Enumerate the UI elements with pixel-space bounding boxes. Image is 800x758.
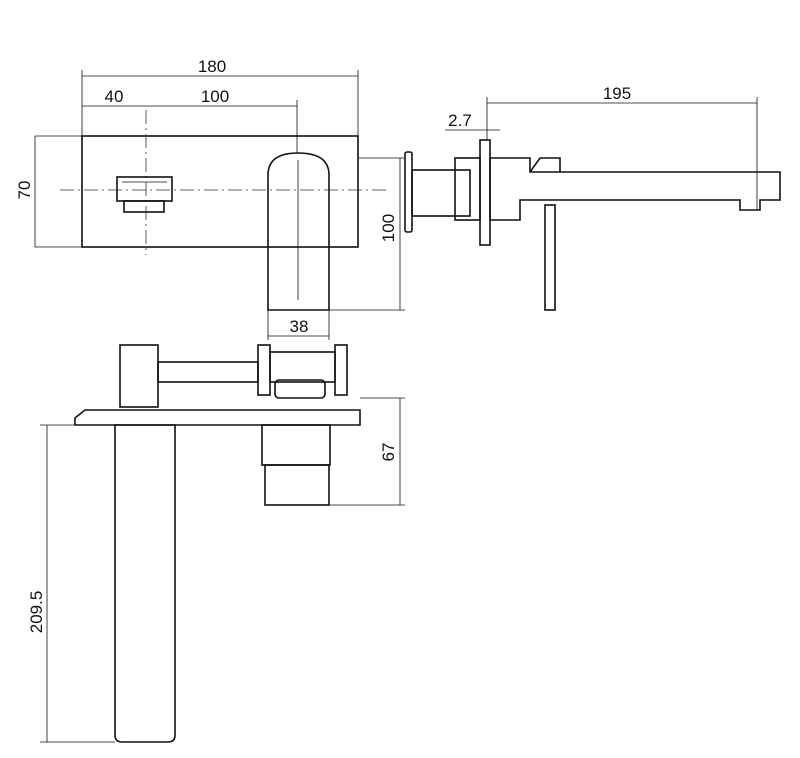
plan-view: 67 209.5 — [27, 344, 405, 743]
dim-70: 70 — [15, 181, 34, 200]
handle-side — [544, 204, 556, 311]
dim-2-7: 2.7 — [448, 111, 472, 130]
side-view: 195 2.7 — [404, 84, 781, 311]
dim-67: 67 — [379, 443, 398, 462]
dim-100-spout: 100 — [379, 214, 398, 242]
spout-front — [267, 152, 330, 311]
wall-plate-plan — [74, 409, 361, 426]
dim-38: 38 — [290, 317, 309, 336]
dim-180: 180 — [198, 57, 226, 76]
dim-40: 40 — [105, 87, 124, 106]
dim-100: 100 — [201, 87, 229, 106]
dim-209-5: 209.5 — [27, 591, 46, 634]
wall-plate — [81, 135, 359, 248]
dim-195: 195 — [603, 84, 631, 103]
spout-plan — [114, 424, 176, 743]
front-view: 180 40 100 70 100 38 — [15, 57, 405, 340]
handle-plan — [264, 464, 330, 506]
spout-body-top — [119, 344, 159, 408]
handle-front — [116, 176, 173, 213]
